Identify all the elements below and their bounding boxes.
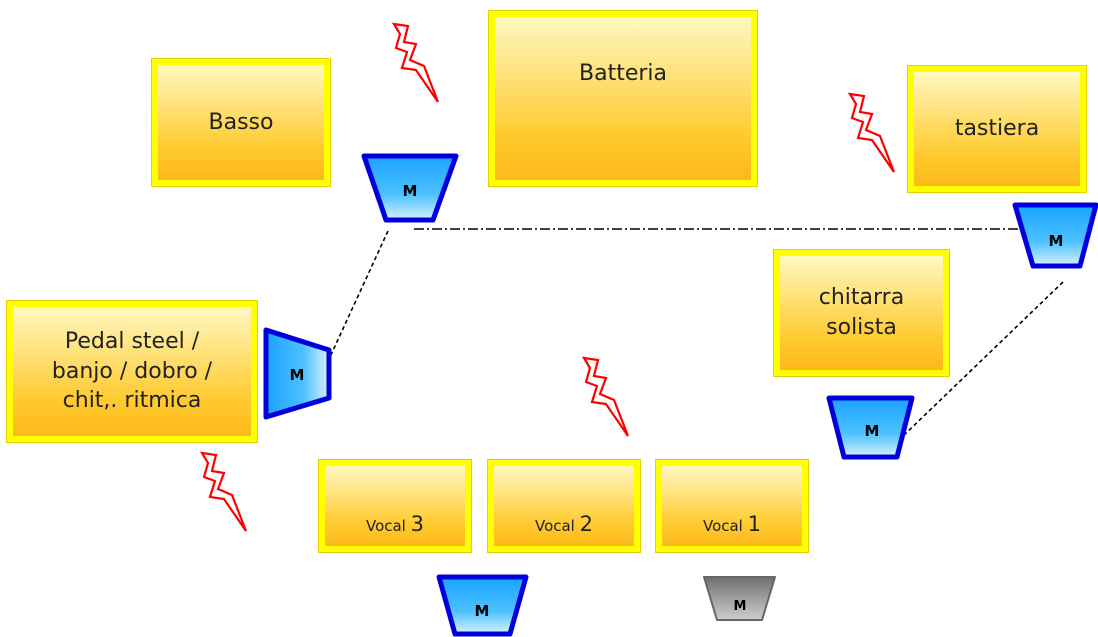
batteria-box: Batteria bbox=[489, 11, 757, 186]
vocal-2-label: Vocal 2 bbox=[534, 511, 594, 536]
power-bolt-icon bbox=[392, 22, 440, 104]
vocal-1-box: Vocal 1 bbox=[656, 460, 808, 552]
tastiera-label: tastiera bbox=[954, 116, 1040, 142]
monitor-wedge-pedal-steel: M bbox=[263, 327, 332, 420]
svg-text:M: M bbox=[475, 602, 490, 620]
vocal-3-box: Vocal 3 bbox=[319, 460, 471, 552]
power-bolt-icon bbox=[582, 356, 630, 438]
pedal-steel-label: Pedal steel / banjo / dobro / chit,. rit… bbox=[51, 328, 213, 414]
tastiera-box: tastiera bbox=[908, 66, 1086, 192]
monitor-wedge-bass: M bbox=[361, 153, 459, 223]
power-bolt-icon bbox=[200, 451, 248, 533]
svg-text:M: M bbox=[1049, 232, 1064, 250]
cable-line bbox=[329, 230, 389, 358]
monitor-wedge-vocal-3: M bbox=[436, 574, 529, 637]
basso-box: Basso bbox=[152, 59, 330, 186]
svg-text:M: M bbox=[403, 182, 418, 200]
svg-text:M: M bbox=[734, 599, 747, 614]
batteria-label: Batteria bbox=[579, 61, 667, 86]
chitarra-solista-label: chitarra solista bbox=[818, 285, 905, 340]
chitarra-solista-box: chitarra solista bbox=[774, 250, 949, 376]
svg-text:M: M bbox=[865, 422, 880, 440]
vocal-3-label: Vocal 3 bbox=[365, 511, 425, 536]
svg-text:M: M bbox=[290, 366, 305, 384]
pedal-steel-box: Pedal steel / banjo / dobro / chit,. rit… bbox=[7, 301, 257, 442]
cable-line bbox=[901, 281, 1064, 438]
monitor-wedge-keys: M bbox=[1012, 202, 1098, 269]
vocal-1-label: Vocal 1 bbox=[702, 511, 762, 536]
vocal-2-box: Vocal 2 bbox=[488, 460, 640, 552]
basso-label: Basso bbox=[208, 109, 274, 135]
monitor-wedge-lead-guitar: M bbox=[826, 395, 915, 460]
monitor-wedge-vocal-1: M bbox=[703, 576, 776, 621]
power-bolt-icon bbox=[848, 92, 896, 174]
